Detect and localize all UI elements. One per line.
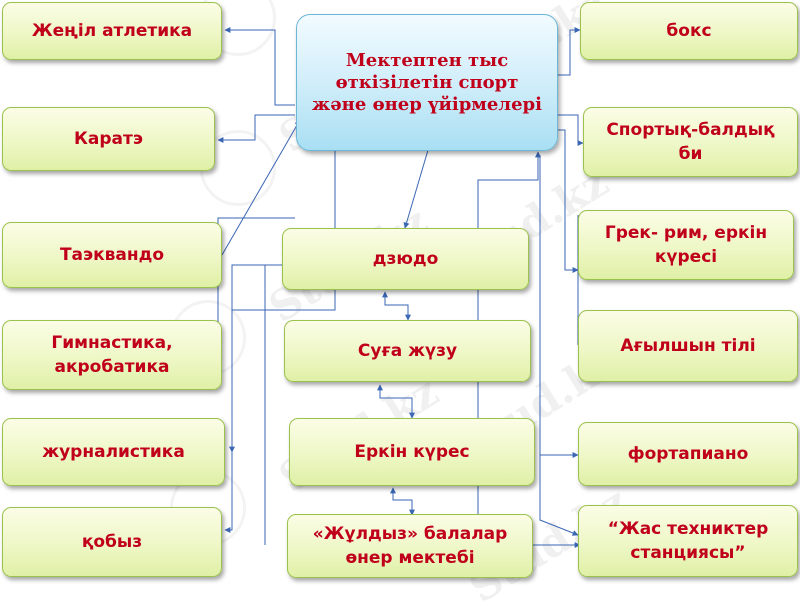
node-gymnastics: Гимнастика, акробатика <box>2 320 222 390</box>
node-label: Гимнастика, акробатика <box>51 333 173 377</box>
node-athletics: Жеңіл атлетика <box>2 2 222 60</box>
connector-center-to-karate <box>217 114 295 143</box>
node-judo: дзюдо <box>282 228 529 290</box>
node-label: Еркін күрес <box>354 442 470 462</box>
node-label: Ағылшын тілі <box>620 336 756 356</box>
central-topic-label: Мектептен тыс өткізілетін спорт және өне… <box>312 49 542 115</box>
connector-center-to-piano <box>539 155 579 458</box>
connector-center-to-wrestling <box>555 129 579 273</box>
node-label: бокс <box>666 21 712 41</box>
node-label: фортапиано <box>627 444 749 464</box>
node-kobyz: қобыз <box>2 507 222 577</box>
node-freestyle-wrestling: Еркін күрес <box>289 418 535 486</box>
connector-judo-swim <box>382 291 411 321</box>
node-label: журналистика <box>42 442 185 462</box>
node-taekwondo: Таэквандо <box>2 222 222 288</box>
node-label: Каратэ <box>74 129 143 149</box>
connector-center-to-station <box>539 455 579 536</box>
connector-center-to-judo <box>403 149 429 229</box>
node-label: Жеңіл атлетика <box>31 21 193 41</box>
node-label: “Жас техниктер станциясы” <box>607 519 769 563</box>
node-journalism: журналистика <box>2 418 225 486</box>
node-label: дзюдо <box>372 249 439 269</box>
node-piano: фортапиано <box>578 422 798 486</box>
node-english: Ағылшын тілі <box>578 310 798 382</box>
node-dance: Спортық-балдық би <box>583 107 798 177</box>
node-karate: Каратэ <box>2 107 215 171</box>
connector-center-to-gymnastics <box>215 217 295 353</box>
connector-center-to-box <box>555 27 581 76</box>
node-label: қобыз <box>81 532 143 552</box>
node-label: Суға жүзу <box>357 341 458 361</box>
node-swimming: Суға жүзу <box>284 320 531 382</box>
node-greco-roman: Грек- рим, еркін күресі <box>578 210 794 280</box>
connector-center-to-kobyz <box>224 265 336 533</box>
node-technicians-station: “Жас техниктер станциясы” <box>578 505 798 577</box>
connector-swim-wrestle <box>377 384 415 419</box>
connector-lines <box>215 27 584 548</box>
connector-taekwondo-to-center <box>221 119 301 256</box>
connector-center-to-athletics <box>224 27 295 106</box>
central-topic: Мектептен тыс өткізілетін спорт және өне… <box>296 14 558 151</box>
connector-wrestle-school <box>390 487 415 516</box>
connector-center-to-dance <box>555 114 584 146</box>
node-label: Грек- рим, еркін күресі <box>604 223 768 267</box>
node-label: Спортық-балдық би <box>606 120 775 164</box>
node-boxing: бокс <box>580 2 798 60</box>
connector-center-to-journalism <box>229 150 336 453</box>
connector-judo-to-center <box>264 264 280 545</box>
node-art-school: «Жұлдыз» балалар өнер мектебі <box>287 514 533 578</box>
node-label: Таэквандо <box>59 245 165 265</box>
node-label: «Жұлдыз» балалар өнер мектебі <box>312 524 508 568</box>
